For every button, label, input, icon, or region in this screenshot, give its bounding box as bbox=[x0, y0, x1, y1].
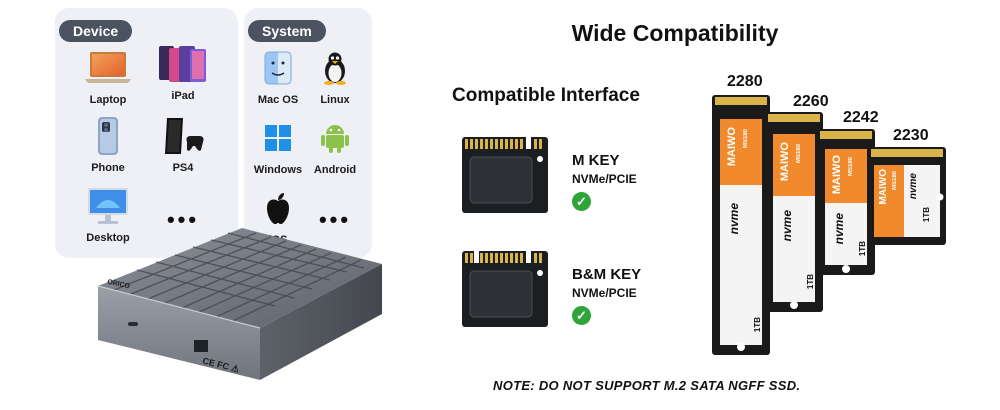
tablet-icon bbox=[143, 44, 223, 84]
android-icon bbox=[295, 118, 375, 158]
ssd-capacity: 1TB bbox=[806, 274, 815, 290]
m-key-connector-image bbox=[460, 137, 550, 218]
ssd-model: MS180 bbox=[848, 157, 854, 177]
ssd-protocol: nvme bbox=[780, 210, 794, 242]
system-item-label: Android bbox=[313, 164, 357, 176]
device-item-phone: Phone bbox=[68, 116, 148, 174]
ssd-2230: MAIWO MS180 nvme 1TB bbox=[868, 147, 946, 245]
bm-key-check-icon: ✓ bbox=[572, 306, 591, 325]
page-title: Wide Compatibility bbox=[571, 20, 779, 46]
apple-icon bbox=[238, 188, 318, 228]
ssd-capacity: 1TB bbox=[753, 317, 762, 333]
more-icon: ••• bbox=[166, 207, 200, 232]
console-icon bbox=[143, 116, 223, 156]
desktop-icon bbox=[68, 186, 148, 226]
device-item-label: Laptop bbox=[89, 94, 127, 106]
bm-key-protocol: NVMe/PCIE bbox=[572, 286, 637, 300]
device-item-laptop: Laptop bbox=[68, 48, 148, 106]
ssd-size-label-2280: 2280 bbox=[727, 73, 763, 90]
more-icon: ••• bbox=[318, 207, 352, 232]
system-item-macos: Mac OS bbox=[238, 48, 318, 106]
system-item-more: ••• bbox=[295, 200, 375, 240]
system-item-label: Windows bbox=[253, 164, 303, 176]
m-key-label: M KEY bbox=[572, 152, 620, 169]
ssd-brand: MAIWO bbox=[779, 142, 791, 182]
system-panel: System Mac OS bbox=[244, 8, 372, 258]
ssd-brand: MAIWO bbox=[831, 155, 843, 195]
device-item-more: ••• bbox=[143, 200, 223, 240]
system-item-label: Mac OS bbox=[257, 94, 299, 106]
device-item-label: PS4 bbox=[172, 162, 194, 174]
device-item-ps4: PS4 bbox=[143, 116, 223, 174]
ssd-2242: MAIWO MS180 nvme 1TB bbox=[817, 129, 875, 275]
system-item-label: Linux bbox=[320, 94, 350, 106]
device-panel: Device Laptop iPad bbox=[55, 8, 238, 258]
device-item-label: Desktop bbox=[86, 232, 130, 244]
ssd-size-label-2230: 2230 bbox=[893, 127, 929, 144]
ssd-size-label-2260: 2260 bbox=[793, 93, 829, 110]
windows-icon bbox=[238, 118, 318, 158]
ssd-2280: MAIWO MS180 nvme 1TB bbox=[712, 95, 770, 355]
device-item-desktop: Desktop bbox=[68, 186, 148, 244]
ssd-protocol: nvme bbox=[727, 203, 741, 235]
system-panel-title: System bbox=[248, 20, 326, 42]
tux-icon bbox=[295, 48, 375, 88]
ssd-model: MS180 bbox=[743, 129, 749, 149]
phone-icon bbox=[68, 116, 148, 156]
system-item-android: Android bbox=[295, 118, 375, 176]
ssd-capacity: 1TB bbox=[858, 241, 867, 257]
ssd-brand: MAIWO bbox=[878, 169, 889, 205]
system-item-windows: Windows bbox=[238, 118, 318, 176]
ssd-model: MS180 bbox=[796, 144, 802, 164]
ssd-enclosure-image: ORICO CE FC ⚠ bbox=[90, 164, 390, 402]
ssd-2260: MAIWO MS180 nvme 1TB bbox=[765, 112, 823, 312]
system-item-linux: Linux bbox=[295, 48, 375, 106]
ssd-size-label-2242: 2242 bbox=[843, 109, 879, 126]
device-item-label: Phone bbox=[91, 162, 125, 174]
finder-icon bbox=[238, 48, 318, 88]
ssd-brand: MAIWO bbox=[726, 127, 738, 167]
ssd-protocol: nvme bbox=[832, 213, 846, 245]
ssd-capacity: 1TB bbox=[922, 207, 931, 223]
ssd-protocol: nvme bbox=[908, 173, 919, 200]
device-item-ipad: iPad bbox=[143, 44, 223, 102]
m-key-check-icon: ✓ bbox=[572, 192, 591, 211]
sata-warning-note: NOTE: DO NOT SUPPORT M.2 SATA NGFF SSD. bbox=[493, 378, 801, 393]
ssd-model: MS180 bbox=[892, 171, 898, 191]
bm-key-label: B&M KEY bbox=[572, 266, 642, 283]
bm-key-connector-image bbox=[460, 251, 550, 332]
device-panel-title: Device bbox=[59, 20, 133, 42]
m-key-protocol: NVMe/PCIE bbox=[572, 172, 637, 186]
laptop-icon bbox=[68, 48, 148, 88]
device-item-label: iPad bbox=[171, 90, 195, 102]
interface-title: Compatible Interface bbox=[452, 85, 640, 106]
